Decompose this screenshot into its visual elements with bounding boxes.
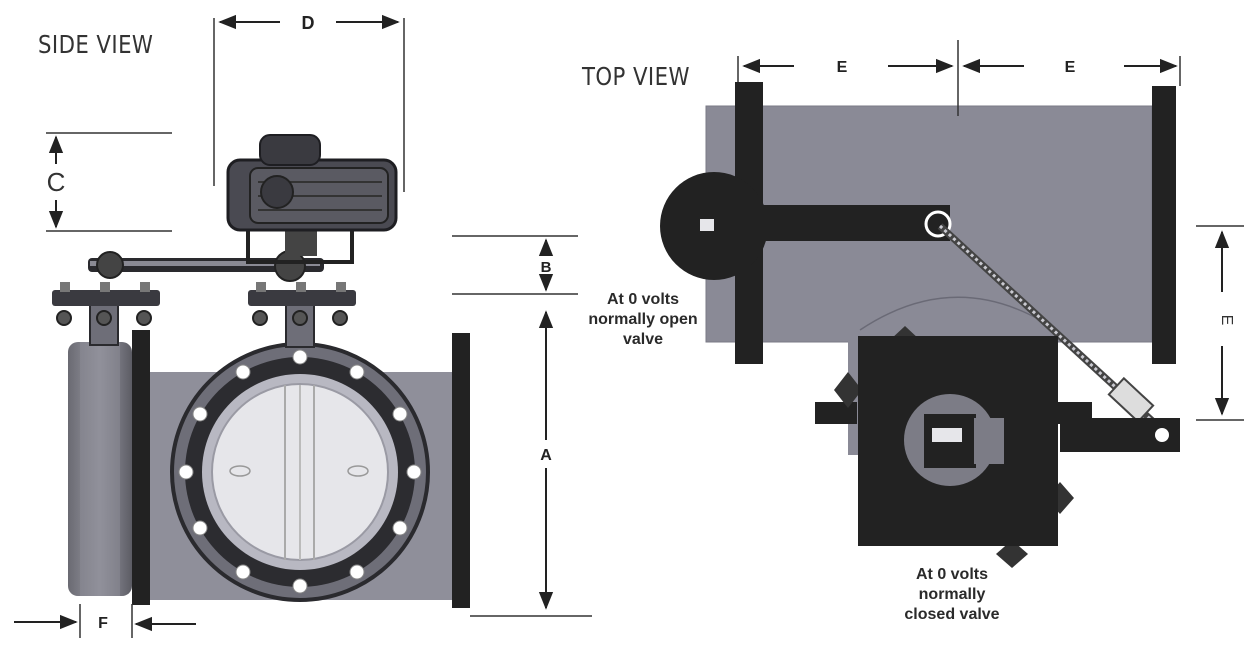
top-open-lever-arm [714,205,950,241]
note-open-line-3: valve [622,331,664,348]
dim-e-right: E [1196,225,1244,421]
side-flange-right [452,333,470,608]
note-open-line-2: normally open [588,311,698,328]
dim-b: B [452,235,578,295]
note-closed-line-2: normally [918,586,986,603]
dim-d: D [213,13,405,192]
dim-f-label: F [98,615,108,632]
top-view: E E E [660,40,1244,568]
top-flange-right [1152,86,1176,364]
note-open-line-1: At 0 volts [606,291,679,308]
side-view: D C B A [14,13,592,638]
side-mounting-bracket-left [52,282,160,326]
dim-e-top: E E [737,40,1181,116]
side-actuator [226,134,398,232]
note-normally-closed: At 0 volts normally closed valve [872,565,1032,625]
top-closed-actuator [815,326,1180,568]
dim-e-label-3: E [1218,315,1235,326]
note-closed-line-1: At 0 volts [915,566,988,583]
dim-a-label: A [540,447,552,464]
dim-d-label: D [302,13,315,33]
side-view-title: SIDE VIEW [38,30,154,59]
top-view-title: TOP VIEW [582,62,690,91]
dim-a: A [470,310,592,617]
dim-b-label: B [541,259,552,276]
side-mounting-bracket-right [248,282,356,326]
dim-f: F [14,604,196,638]
side-bolt-holes [178,349,422,594]
dim-c: C [46,132,172,232]
note-closed-line-3: closed valve [904,606,1000,623]
dim-e-label-1: E [837,59,848,76]
side-flange-left [132,330,150,605]
top-linkage-rod [937,223,1163,431]
dim-c-label: C [47,167,66,197]
dim-e-label-2: E [1065,59,1076,76]
note-normally-open: At 0 volts normally open valve [568,290,718,350]
